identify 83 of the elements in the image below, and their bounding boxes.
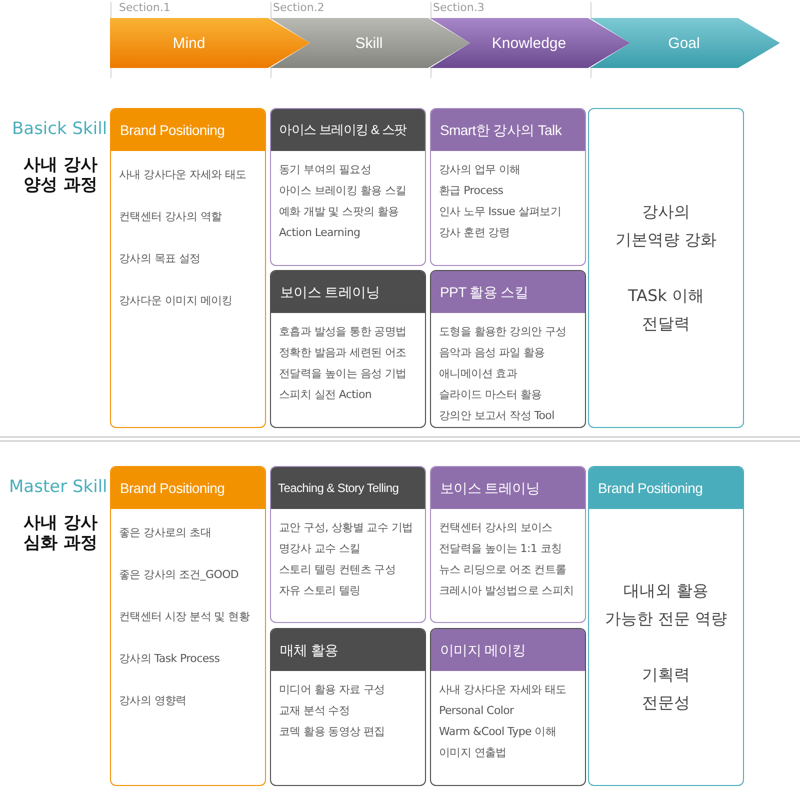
card-header: 보이스 트레이닝 (431, 467, 585, 509)
course-item: 환급 Process (438, 183, 504, 198)
phase-label: Mind (172, 34, 206, 52)
phase-label: Knowledge (492, 34, 566, 52)
course-card (270, 270, 426, 428)
course-card (270, 628, 426, 786)
course-item: 도형을 활용한 강의안 구성 (438, 324, 568, 339)
course-item: 교재 분석 수정 (278, 703, 351, 718)
card-header: PPT 활용 스킬 (431, 271, 585, 313)
card-header: Brand Positioning (589, 467, 743, 509)
card-header: 매체 활용 (271, 629, 425, 671)
summary-text: 기획력 전문성 (641, 664, 691, 714)
course-card (110, 466, 266, 786)
card-header: 아이스 브레이킹 & 스팟 (271, 109, 425, 151)
course-item: 인사 노무 Issue 살펴보기 (438, 204, 562, 219)
section-label: Section.2 (273, 1, 324, 14)
phase-band (270, 18, 470, 68)
course-item: 스피치 실전 Action (278, 387, 373, 402)
section-label: Section.1 (119, 1, 170, 14)
phase-label: Goal (668, 34, 700, 52)
course-item: 강사의 목표 설정 (118, 251, 202, 266)
course-item: 아이스 브레이킹 활용 스킬 (278, 183, 408, 198)
course-item: 강사 훈련 강령 (438, 225, 511, 240)
card-header: Smart한 강사의 Talk (431, 109, 585, 151)
course-card (270, 108, 426, 266)
course-item: Personal Color (438, 703, 515, 718)
course-item: 사내 강사다운 자세와 태도 (438, 682, 568, 697)
course-item: 교안 구성, 상황별 교수 기법 (278, 520, 414, 535)
card-header: Brand Positioning (111, 467, 265, 509)
course-item: 음악과 음성 파일 활용 (438, 345, 546, 360)
course-item: 전달력을 높이는 1:1 코칭 (438, 541, 563, 556)
course-item: 예화 개발 및 스팟의 활용 (278, 204, 400, 219)
course-item: 컨택센터 강사의 역할 (118, 209, 223, 224)
course-card (588, 466, 744, 786)
course-item: Action Learning (278, 225, 362, 240)
course-item: 강사의 영향력 (118, 693, 188, 708)
course-item: Warm &Cool Type 이해 (438, 724, 558, 739)
course-item: 강의안 보고서 작성 Tool (438, 408, 556, 423)
course-item: 좋은 강사의 조건_GOOD (118, 567, 240, 582)
summary-text: 강사의 기본역량 강화 (614, 201, 718, 251)
section-label: Section.3 (433, 1, 484, 14)
row-title: Basick Skill (12, 119, 108, 139)
course-card (270, 466, 426, 623)
course-item: 이미지 연출법 (438, 745, 508, 760)
course-item: 정확한 발음과 세련된 어조 (278, 345, 408, 360)
course-card (110, 108, 266, 428)
card-header: 보이스 트레이닝 (271, 271, 425, 313)
course-card (430, 270, 586, 428)
course-item: 스토리 텔링 컨텐츠 구성 (278, 562, 397, 577)
card-header: Teaching & Story Telling (271, 467, 425, 509)
summary-text: 대내외 활용 가능한 전문 역량 (604, 580, 728, 630)
course-item: 코덱 활용 동영상 편집 (278, 724, 386, 739)
course-item: 뉴스 리딩으로 어조 컨트롤 (438, 562, 568, 577)
course-item: 크레시아 발성법으로 스피치 (438, 583, 575, 598)
course-card (430, 628, 586, 786)
course-item: 컨택센터 시장 분석 및 현황 (118, 609, 251, 624)
phase-band (430, 18, 630, 68)
card-header: 이미지 메이킹 (431, 629, 585, 671)
course-item: 호흡과 발성을 통한 공명법 (278, 324, 408, 339)
course-card (588, 108, 744, 428)
course-item: 동기 부여의 필요성 (278, 162, 372, 177)
course-item: 자유 스토리 텔링 (278, 583, 362, 598)
course-title: 사내 강사 양성 과정 (22, 155, 98, 196)
course-item: 애니메이션 효과 (438, 366, 518, 381)
course-item: 컨택센터 강사의 보이스 (438, 520, 554, 535)
phase-band (110, 18, 310, 68)
course-item: 좋은 강사로의 초대 (118, 525, 212, 540)
course-item: 전달력을 높이는 음성 기법 (278, 366, 408, 381)
phase-label: Skill (355, 34, 383, 52)
course-item: 명강사 교수 스킬 (278, 541, 362, 556)
course-card (430, 466, 586, 623)
row-title: Master Skill (9, 477, 108, 497)
course-item: 슬라이드 마스터 활용 (438, 387, 543, 402)
course-item: 강사의 업무 이해 (438, 162, 522, 177)
course-item: 강사의 Task Process (118, 651, 221, 666)
summary-text: TASk 이해 전달력 (627, 285, 705, 335)
card-header: Brand Positioning (111, 109, 265, 151)
course-card (430, 108, 586, 266)
course-title: 사내 강사 심화 과정 (22, 513, 98, 554)
course-item: 사내 강사다운 자세와 태도 (118, 167, 248, 182)
course-item: 강사다운 이미지 메이킹 (118, 293, 234, 308)
phase-band (590, 18, 780, 68)
course-item: 미디어 활용 자료 구성 (278, 682, 386, 697)
